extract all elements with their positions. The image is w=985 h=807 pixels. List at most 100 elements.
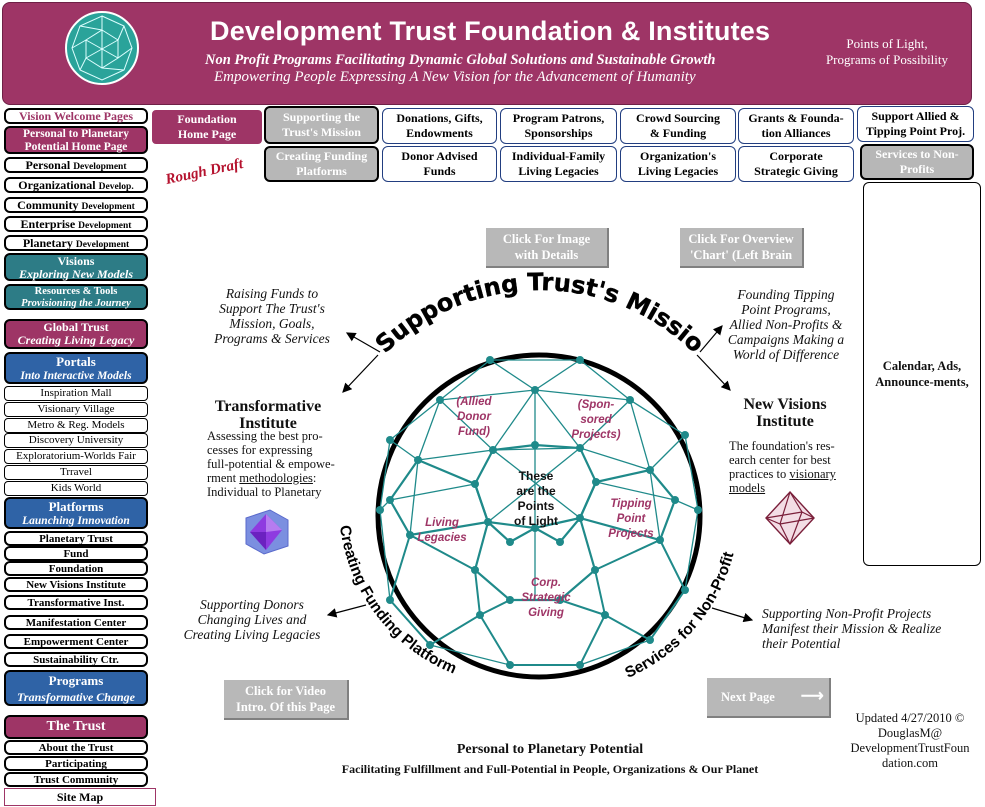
label: Programs bbox=[48, 673, 104, 688]
click-overview-button[interactable]: Click For Overview'Chart' (Left Brain bbox=[680, 228, 804, 268]
label: Planetary bbox=[22, 236, 73, 250]
sidebar-trust-item-0[interactable]: About the Trust bbox=[4, 740, 148, 755]
sidebar-platform-item-7[interactable]: Sustainability Ctr. bbox=[4, 652, 148, 667]
sidebar-platform-item-4[interactable]: Transformative Inst. bbox=[4, 595, 148, 610]
models-link[interactable]: models bbox=[729, 481, 766, 495]
label: Portals bbox=[56, 354, 96, 369]
sidebar-trust-item-2[interactable]: Trust Community bbox=[4, 772, 148, 787]
label: (Spon- bbox=[577, 399, 615, 411]
calendar-ads-panel[interactable]: Calendar, Ads, Announce-ments, bbox=[863, 182, 981, 566]
sidebar-platform-item-3[interactable]: New Visions Institute bbox=[4, 577, 148, 592]
line: practices to visionary bbox=[729, 467, 859, 481]
page-subtitle: Non Profit Programs Facilitating Dynamic… bbox=[205, 52, 716, 68]
sidebar-platform-item-0[interactable]: Planetary Trust bbox=[4, 531, 148, 546]
sidebar-site-map[interactable]: Site Map bbox=[4, 788, 156, 806]
label: These bbox=[518, 469, 554, 483]
visionary-models-link[interactable]: visionary bbox=[789, 467, 836, 481]
sidebar-visions[interactable]: Visions Exploring New Models bbox=[4, 253, 148, 281]
label: Endowments bbox=[406, 126, 473, 140]
nav-donations[interactable]: Donations, Gifts,Endowments bbox=[382, 108, 497, 144]
nav-crowd-sourcing[interactable]: Crowd Sourcing& Funding bbox=[620, 108, 736, 144]
sidebar-vision-welcome[interactable]: Vision Welcome Pages bbox=[4, 108, 148, 124]
label: Visions bbox=[57, 254, 95, 268]
sidebar-enterprise-development[interactable]: Enterprise Development bbox=[4, 216, 148, 232]
sidebar-global-trust[interactable]: Global Trust Creating Living Legacy bbox=[4, 319, 148, 349]
label-sub: Provisioning the Journey bbox=[21, 298, 131, 309]
arc-supporting-mission: Supporting Trust's Mission bbox=[330, 270, 710, 358]
line: DouglasM@ bbox=[877, 726, 943, 740]
sidebar-resources[interactable]: Resources & Tools Provisioning the Journ… bbox=[4, 284, 148, 310]
sidebar-portal-item-2[interactable]: Metro & Reg. Models bbox=[4, 418, 148, 433]
crystal-cube-icon[interactable] bbox=[240, 506, 292, 556]
sidebar-platform-item-2[interactable]: Foundation bbox=[4, 561, 148, 576]
sidebar-personal-development[interactable]: Personal Development bbox=[4, 157, 148, 173]
label: Enterprise bbox=[20, 217, 76, 231]
octahedron-icon[interactable] bbox=[762, 490, 818, 546]
sidebar-organizational-development[interactable]: Organizational Develop. bbox=[4, 177, 148, 193]
updated-notice: Updated 4/27/2010 © DouglasM@ Developmen… bbox=[840, 711, 980, 771]
label: Living Legacies bbox=[637, 164, 719, 178]
line: Mission, Goals, bbox=[229, 316, 315, 331]
sidebar-portals[interactable]: Portals Into Interactive Models bbox=[4, 352, 148, 384]
label: sored bbox=[580, 414, 612, 426]
sidebar-the-trust[interactable]: The Trust bbox=[4, 715, 148, 739]
methodologies-link[interactable]: methodologies bbox=[239, 471, 313, 485]
label: Next Page bbox=[721, 690, 775, 704]
sidebar-platform-item-5[interactable]: Manifestation Center bbox=[4, 615, 148, 630]
new-visions-institute-description: The foundation's res- earch center for b… bbox=[729, 439, 859, 495]
line: Transformative bbox=[214, 398, 322, 415]
label: Point bbox=[616, 513, 646, 525]
sidebar-planetary-development[interactable]: Planetary Development bbox=[4, 235, 148, 251]
sidebar-portal-item-4[interactable]: Exploratorium-Worlds Fair bbox=[4, 449, 148, 464]
line: Assessing the best pro- bbox=[207, 429, 323, 443]
line: Supporting Non-Profit Projects bbox=[762, 606, 932, 621]
sidebar-trust-item-1[interactable]: Participating bbox=[4, 756, 148, 771]
label: of Light bbox=[514, 514, 558, 528]
line: Supporting Donors bbox=[200, 597, 304, 612]
sphere-vertices bbox=[376, 356, 702, 669]
line: Institute bbox=[756, 413, 814, 430]
sidebar-portal-item-3[interactable]: Discovery University bbox=[4, 433, 148, 448]
label: Tipping bbox=[610, 498, 652, 510]
sidebar-platform-item-6[interactable]: Empowerment Center bbox=[4, 634, 148, 649]
sidebar-portal-item-6[interactable]: Kids World bbox=[4, 481, 148, 496]
sidebar-platform-item-1[interactable]: Fund bbox=[4, 546, 148, 561]
next-page-button[interactable]: Next Page⟶ bbox=[707, 678, 831, 718]
line: DevelopmentTrustFoun bbox=[850, 741, 970, 755]
sidebar-community-development[interactable]: Community Development bbox=[4, 197, 148, 213]
sidebar-portal-item-1[interactable]: Visionary Village bbox=[4, 402, 148, 417]
sidebar-platforms[interactable]: Platforms Launching Innovation bbox=[4, 497, 148, 529]
nav-program-patrons[interactable]: Program Patrons,Sponsorships bbox=[500, 108, 617, 144]
geodesic-logo-icon[interactable] bbox=[62, 8, 142, 88]
sidebar-programs[interactable]: Programs Transformative Change bbox=[4, 670, 148, 706]
header-banner bbox=[2, 2, 972, 105]
sidebar-portal-item-0[interactable]: Inspiration Mall bbox=[4, 386, 148, 401]
label: Click For Overview bbox=[688, 232, 794, 246]
nav-support-allied[interactable]: Support Allied &Tipping Point Proj. bbox=[857, 106, 974, 142]
sidebar-portal-item-5[interactable]: Trravel bbox=[4, 465, 148, 480]
label-sub: Creating Living Legacy bbox=[17, 333, 135, 347]
sidebar-home-page[interactable]: Personal to Planetary Potential Home Pag… bbox=[4, 126, 148, 154]
line: Updated 4/27/2010 © bbox=[855, 711, 965, 725]
label: Individual-Family bbox=[511, 149, 606, 163]
label: Click for Video bbox=[244, 684, 326, 698]
label: & Funding bbox=[649, 126, 707, 140]
nav-services[interactable]: Services to Non-Profits bbox=[860, 144, 974, 180]
banner-right-line1: Points of Light, bbox=[846, 36, 928, 51]
nav-grants[interactable]: Grants & Founda-tion Alliances bbox=[738, 108, 854, 144]
